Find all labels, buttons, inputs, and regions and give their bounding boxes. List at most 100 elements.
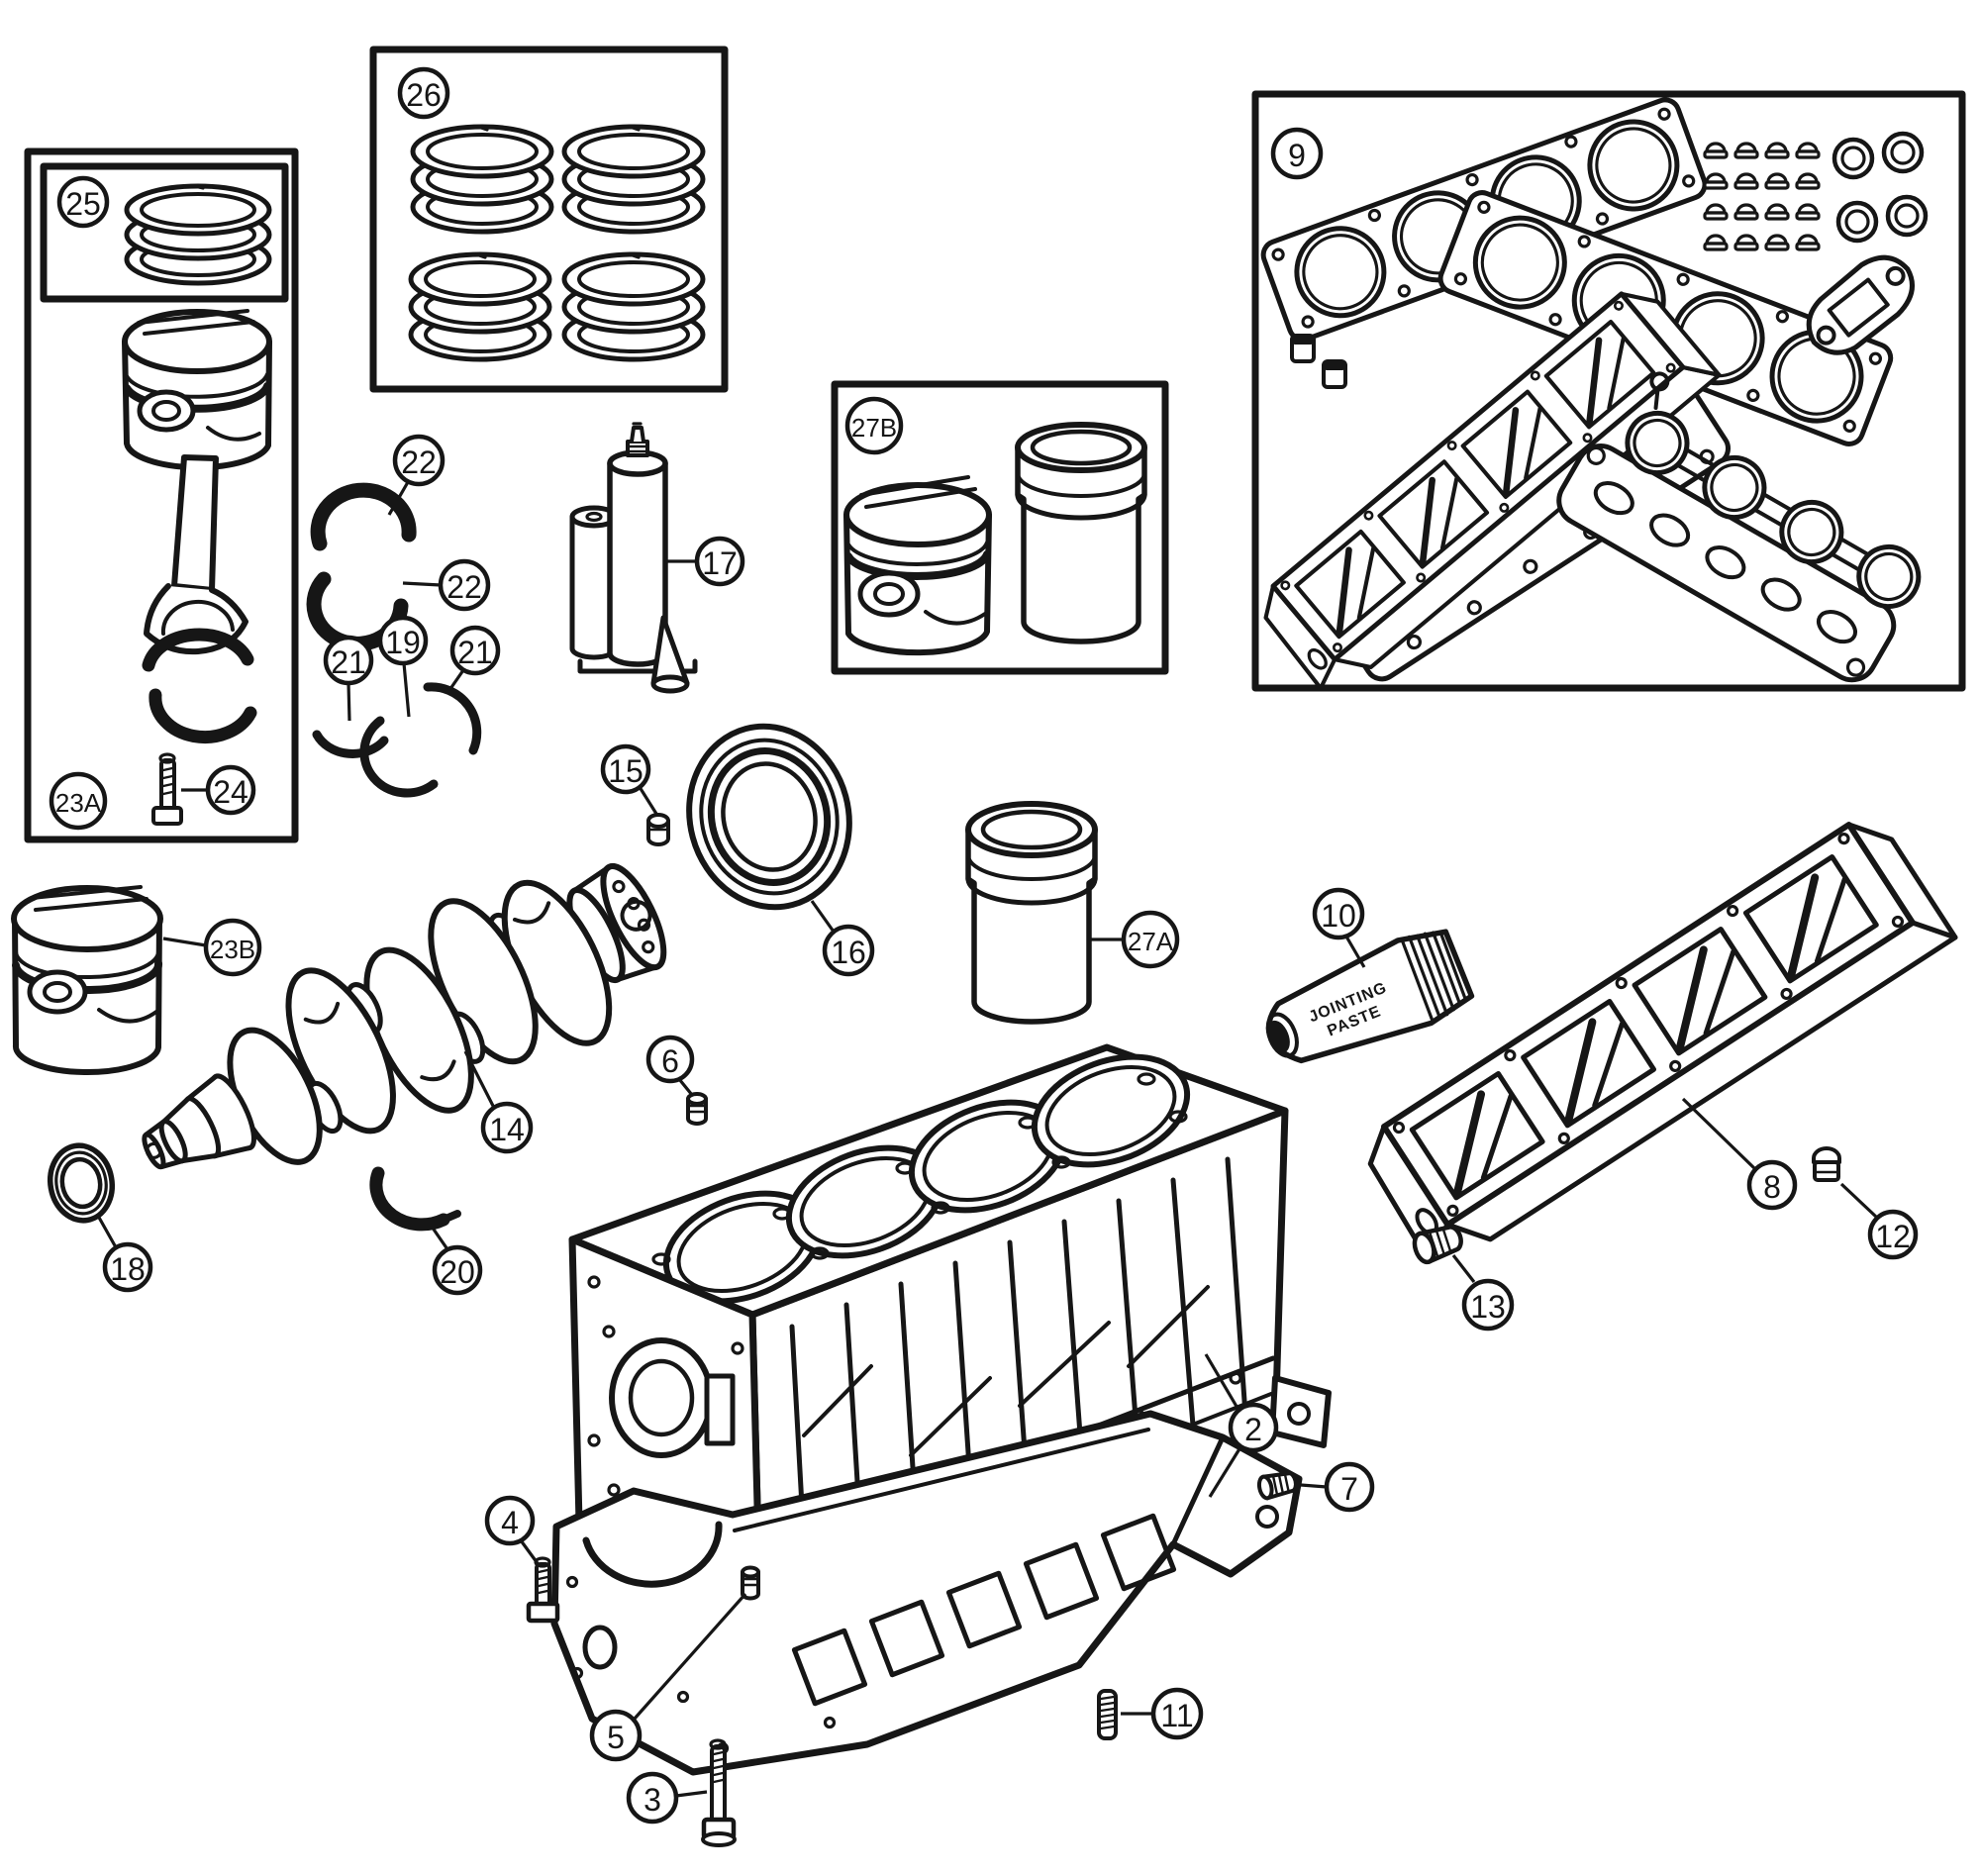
callout-number-9: 9 xyxy=(1288,138,1306,173)
callout-leader-14 xyxy=(463,1050,496,1109)
callout-8: 8 xyxy=(1681,1097,1798,1211)
callout-number-14: 14 xyxy=(489,1112,525,1147)
ring-stack-art xyxy=(561,251,706,362)
callout-number-17: 17 xyxy=(702,545,738,581)
ring-stack-art xyxy=(410,124,554,235)
callout-leader-2 xyxy=(1208,1446,1242,1498)
stud-11-art xyxy=(1097,1689,1118,1740)
piston-rod-kit-box xyxy=(24,148,299,843)
callout-5: 5 xyxy=(589,1592,747,1762)
callout-number-3: 3 xyxy=(644,1782,661,1818)
callout-leader-10 xyxy=(1344,936,1366,968)
ring-sets-box-26 xyxy=(369,46,729,393)
callout-7: 7 xyxy=(1300,1461,1375,1513)
callout-circle-9 xyxy=(1270,127,1324,180)
crankshaft-art xyxy=(142,862,667,1170)
callout-22: 22 xyxy=(402,558,491,612)
callout-leader-22 xyxy=(402,581,442,587)
liner-art-27b xyxy=(1015,422,1147,644)
cylinder-liner-art-27a xyxy=(965,801,1098,1025)
round-seal-rings xyxy=(1832,131,1929,244)
callout-circle-22 xyxy=(438,558,491,612)
callout-leader-21 xyxy=(446,669,465,694)
callout-circle-15 xyxy=(600,743,651,795)
callout-leader-6 xyxy=(677,1077,694,1097)
callout-circle-24 xyxy=(205,764,256,816)
callout-number-22: 22 xyxy=(401,444,437,480)
callout-circle-27A xyxy=(1121,910,1180,969)
callout-number-23A: 23A xyxy=(55,788,102,818)
nut-12-art xyxy=(1812,1146,1841,1182)
callout-17: 17 xyxy=(667,536,745,587)
callout-15: 15 xyxy=(600,743,658,815)
callout-number-7: 7 xyxy=(1340,1471,1358,1507)
rod-bolt-24-art xyxy=(151,752,183,826)
jointing-paste-tube-art: JOINTING PASTE xyxy=(1265,929,1475,1064)
callout-13: 13 xyxy=(1451,1254,1515,1332)
bolt-3-art xyxy=(701,1738,737,1847)
bolt-4-art xyxy=(526,1556,560,1624)
callout-number-21: 21 xyxy=(457,635,493,670)
callout-number-12: 12 xyxy=(1875,1219,1911,1254)
callout-number-2: 2 xyxy=(1244,1412,1262,1447)
callout-circle-2 xyxy=(1228,1402,1279,1453)
callout-16: 16 xyxy=(810,900,875,977)
callout-number-10: 10 xyxy=(1321,898,1356,934)
cap-seals-art xyxy=(1290,334,1347,389)
callout-circle-11 xyxy=(1150,1687,1204,1740)
callout-number-25: 25 xyxy=(65,186,101,222)
callout-number-24: 24 xyxy=(213,774,248,810)
callout-leader-23B xyxy=(162,937,207,947)
plug-6-art xyxy=(686,1092,708,1126)
callout-25: 25 xyxy=(56,175,110,229)
callout-number-22: 22 xyxy=(446,569,482,605)
callout-leader-2 xyxy=(1204,1353,1240,1411)
callout-number-27A: 27A xyxy=(1128,927,1174,956)
callout-14: 14 xyxy=(463,1050,534,1154)
callout-22: 22 xyxy=(387,434,446,516)
callout-27B: 27B xyxy=(844,396,904,455)
callout-circle-21 xyxy=(449,625,501,676)
callout-leader-22 xyxy=(387,481,410,516)
valve-stem-seal-grid xyxy=(1703,142,1821,251)
callout-leader-8 xyxy=(1681,1097,1756,1170)
callout-number-20: 20 xyxy=(440,1254,475,1290)
callout-number-8: 8 xyxy=(1763,1169,1781,1205)
callout-number-6: 6 xyxy=(661,1043,679,1079)
callout-2: 2 xyxy=(1204,1353,1279,1498)
callout-circle-27B xyxy=(844,396,904,455)
piston-ring-set-25-art xyxy=(124,183,272,286)
callout-circle-4 xyxy=(484,1495,536,1546)
front-seal-art xyxy=(48,1142,115,1224)
callout-circle-14 xyxy=(480,1101,534,1154)
exhaust-flange-gasket-art xyxy=(1806,254,1915,355)
callout-leader-21 xyxy=(346,682,351,722)
callout-18: 18 xyxy=(96,1215,153,1293)
plug-7-art xyxy=(1256,1471,1298,1501)
callout-10: 10 xyxy=(1312,887,1366,968)
inlet-manifold-gasket-art xyxy=(1556,371,1922,683)
callout-circle-16 xyxy=(822,924,875,977)
main-bearing-shell-art xyxy=(369,1166,461,1232)
ring-stack-art xyxy=(408,251,552,362)
callout-leader-5 xyxy=(633,1592,747,1721)
callout-leader-13 xyxy=(1451,1254,1476,1283)
callout-circle-7 xyxy=(1324,1461,1375,1513)
callout-26: 26 xyxy=(397,66,450,120)
callout-number-18: 18 xyxy=(110,1251,146,1287)
callout-27A: 27A xyxy=(1089,910,1180,969)
callout-circle-10 xyxy=(1312,887,1365,940)
callout-circle-25 xyxy=(56,175,110,229)
callout-leader-7 xyxy=(1300,1483,1328,1489)
callout-circle-20 xyxy=(432,1244,483,1296)
callout-number-4: 4 xyxy=(501,1505,519,1540)
plug-13-art xyxy=(1412,1225,1463,1265)
piston-liner-box-27b xyxy=(831,380,1169,675)
callout-21: 21 xyxy=(446,625,501,694)
callout-3: 3 xyxy=(626,1771,708,1825)
callout-circle-5 xyxy=(589,1709,643,1762)
callout-number-21: 21 xyxy=(331,644,366,680)
rod-cap-art xyxy=(142,628,257,744)
piston-art-left xyxy=(122,309,272,471)
